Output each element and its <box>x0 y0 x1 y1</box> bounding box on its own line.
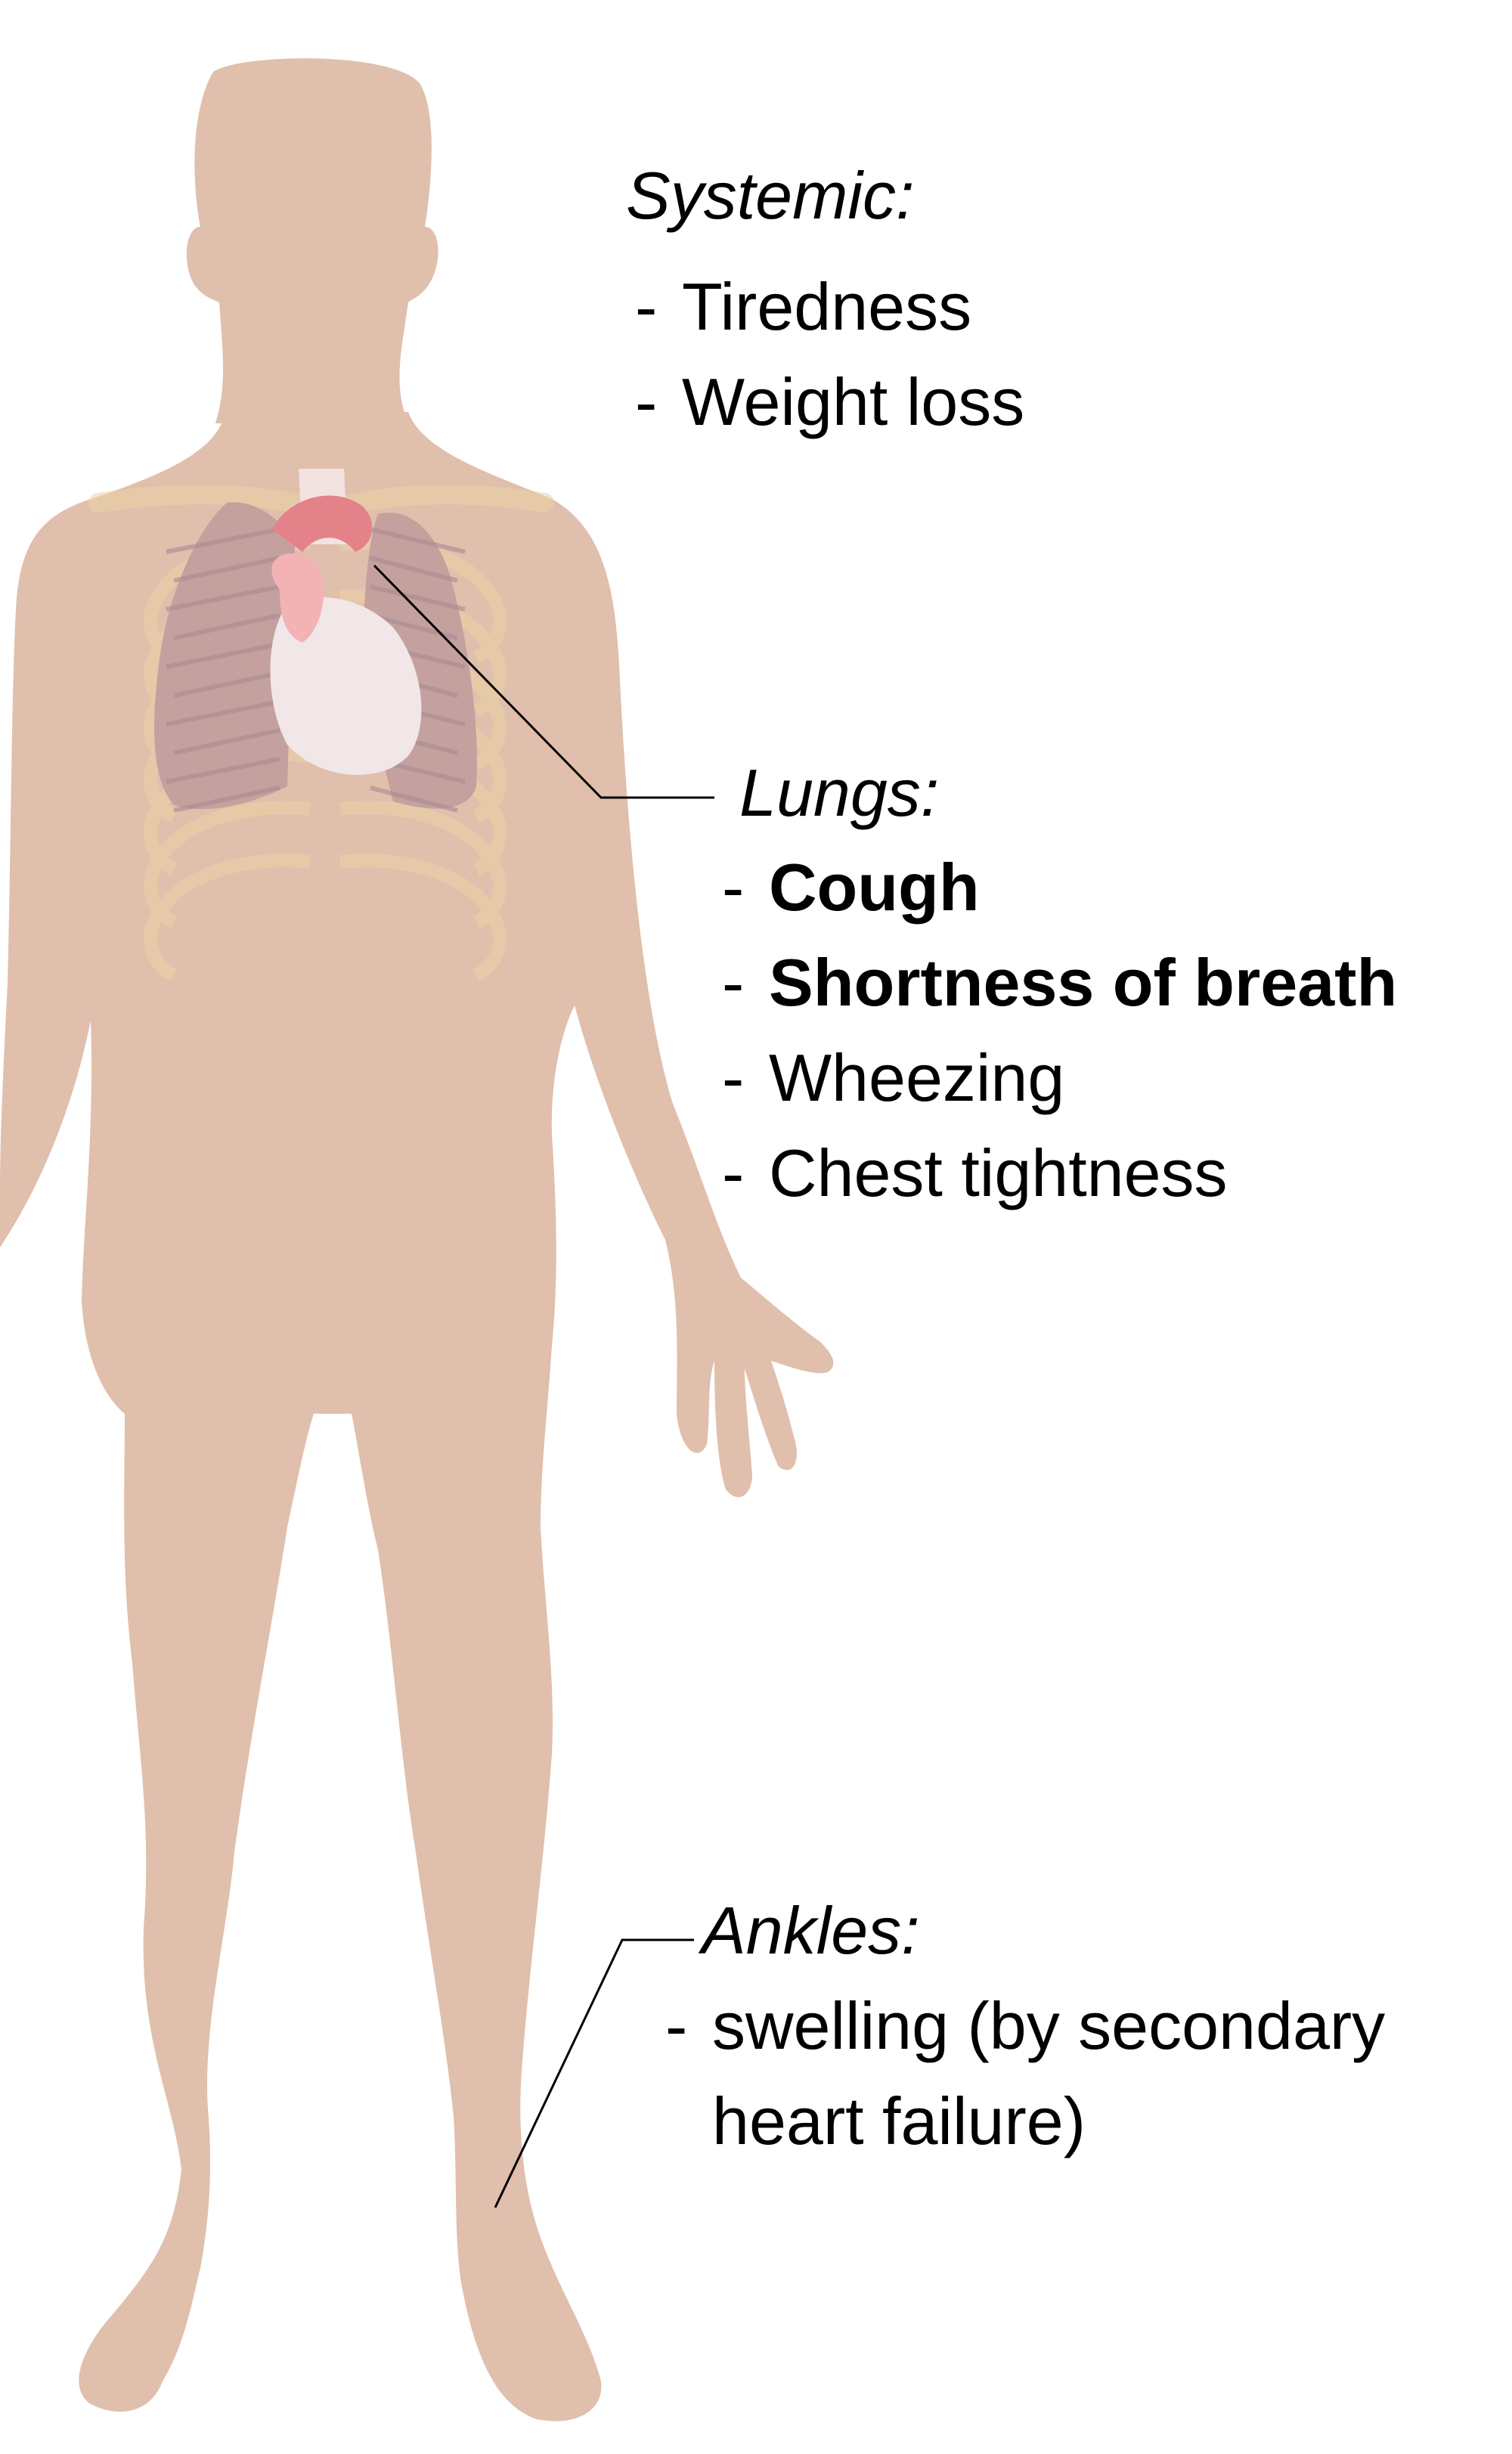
systemic-item: -Tiredness <box>635 269 972 344</box>
heart-organ <box>270 469 422 776</box>
lungs-heading: Lungs: <box>739 755 940 830</box>
systemic-block: Systemic: <box>626 163 914 229</box>
lungs-block: Lungs: <box>739 760 939 826</box>
lungs-item-chest-tightness: -Chest tightness <box>722 1136 1228 1210</box>
heart <box>270 597 422 776</box>
ankles-item: -swelling (by secondary <box>665 1988 1386 2063</box>
ankles-block: Ankles: <box>702 1898 920 1964</box>
lungs-leader-line <box>373 564 714 799</box>
lungs-item-cough: -Cough <box>722 850 980 925</box>
systemic-item: -Weight loss <box>635 364 1025 439</box>
pulmonary-vessel <box>271 553 324 643</box>
body-silhouette <box>0 58 834 2421</box>
lungs-items: -Cough -Shortness of breath -Wheezing -C… <box>722 854 1397 1207</box>
lungs-item-wheezing: -Wheezing <box>722 1040 1065 1115</box>
lungs-item-shortness-of-breath: -Shortness of breath <box>722 945 1398 1020</box>
aorta-arch <box>272 495 373 552</box>
systemic-heading: Systemic: <box>626 158 915 233</box>
ankles-item-continuation: heart failure) <box>712 2084 1086 2158</box>
ankles-leader-line <box>494 1938 694 2208</box>
ankles-items: -swelling (by secondary heart failure) <box>665 1993 1385 2155</box>
systemic-items: -Tiredness -Weight loss <box>635 274 1024 435</box>
ankles-heading: Ankles: <box>702 1893 920 1968</box>
